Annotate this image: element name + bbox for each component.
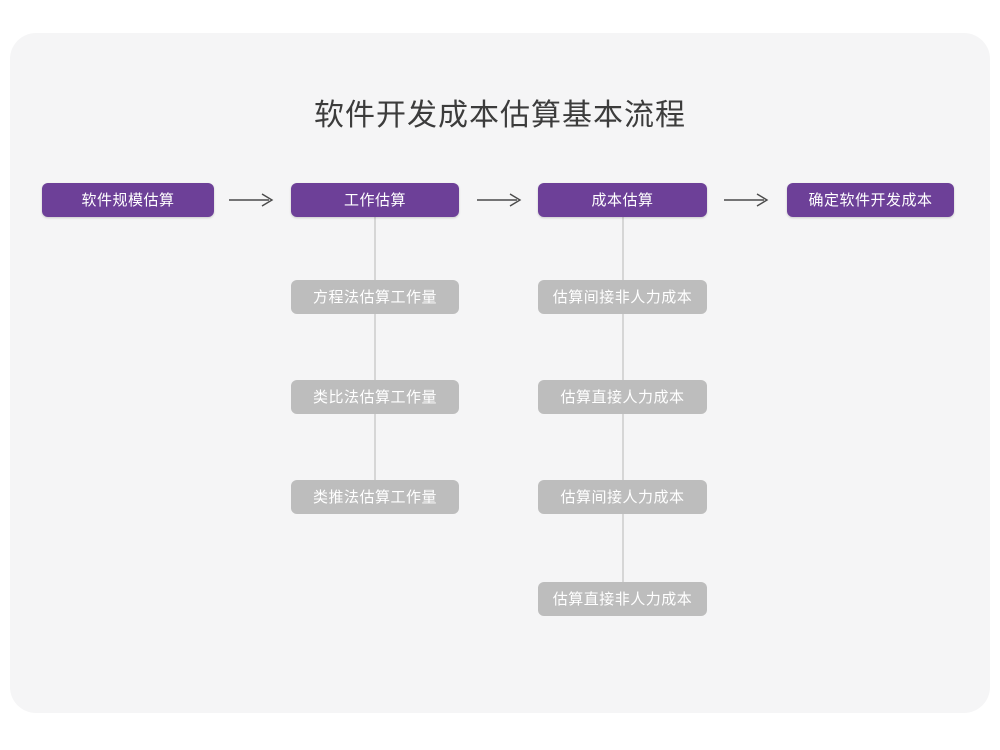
arrow-right-icon-1 bbox=[228, 192, 276, 208]
arrow-right-icon-3 bbox=[723, 192, 771, 208]
node-effort-estimation[interactable]: 工作估算 bbox=[291, 183, 459, 217]
page-title: 软件开发成本估算基本流程 bbox=[314, 99, 686, 132]
node-software-scale-estimation[interactable]: 软件规模估算 bbox=[42, 183, 214, 217]
diagram-card-panel bbox=[10, 33, 990, 713]
node-effort-substep-equation-method[interactable]: 方程法估算工作量 bbox=[291, 280, 459, 314]
node-cost-substep-direct-nonlabor[interactable]: 估算直接非人力成本 bbox=[538, 582, 707, 616]
connector-line-cost-branch bbox=[622, 217, 624, 616]
node-cost-substep-direct-labor[interactable]: 估算直接人力成本 bbox=[538, 380, 707, 414]
node-determine-development-cost[interactable]: 确定软件开发成本 bbox=[787, 183, 954, 217]
node-cost-substep-indirect-nonlabor[interactable]: 估算间接非人力成本 bbox=[538, 280, 707, 314]
node-cost-estimation[interactable]: 成本估算 bbox=[538, 183, 707, 217]
arrow-right-icon-2 bbox=[476, 192, 524, 208]
connector-line-effort-branch bbox=[374, 217, 376, 514]
node-effort-substep-inference-method[interactable]: 类推法估算工作量 bbox=[291, 480, 459, 514]
node-effort-substep-analogy-method[interactable]: 类比法估算工作量 bbox=[291, 380, 459, 414]
node-cost-substep-indirect-labor[interactable]: 估算间接人力成本 bbox=[538, 480, 707, 514]
